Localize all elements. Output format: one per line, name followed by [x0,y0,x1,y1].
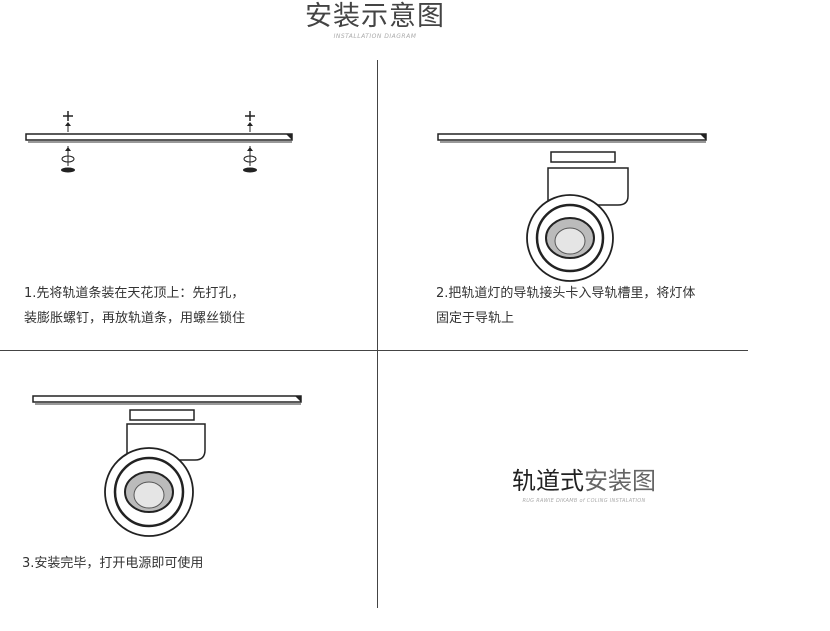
step1-line2: 装膨胀螺钉，再放轨道条，用螺丝锁住 [24,311,246,326]
screw-icon-right [243,111,257,173]
step1-line1: 1.先将轨道条装在天花顶上：先打孔， [24,286,245,301]
step1-text: 1.先将轨道条装在天花顶上：先打孔， 装膨胀螺钉，再放轨道条，用螺丝锁住 [24,281,245,331]
panel4-title: 轨道式安装图 [480,464,688,498]
step2-line2: 固定于导轨上 [436,311,515,326]
screw-icon-left [61,111,75,173]
step3-line1: 3.安装完毕，打开电源即可使用 [22,556,204,571]
page-title: 安装示意图 [305,1,445,32]
panel4-subtitle: RUG RAWIE DIKAMB of COLING INSTALATION [522,498,646,504]
panel4-title-bold: 轨道式 [512,467,584,495]
step3-text: 3.安装完毕，打开电源即可使用 [22,551,203,576]
page-subtitle: INSTALLATION DIAGRAM [333,33,417,40]
track-rail-2 [437,133,707,143]
horizontal-divider [0,350,748,351]
track-rail-1 [25,133,293,143]
step2-line1: 2.把轨道灯的导轨接头卡入导轨槽里，将灯体 [436,286,696,301]
vertical-divider [377,60,378,608]
track-light-icon-3 [104,409,206,537]
panel4-title-light: 安装图 [584,467,656,495]
step2-text: 2.把轨道灯的导轨接头卡入导轨槽里，将灯体 固定于导轨上 [436,281,695,331]
track-light-icon-2 [526,151,629,282]
track-rail-3 [32,395,302,405]
